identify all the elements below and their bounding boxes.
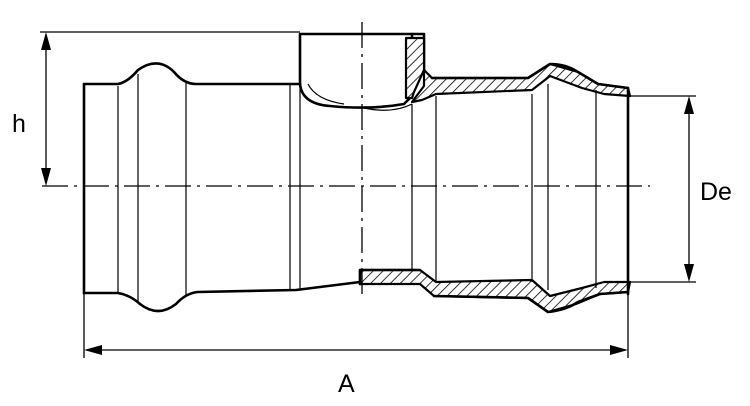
label-a: A [338,370,355,398]
dimension-de [628,95,696,283]
section-view [358,36,632,314]
center-lines [42,22,650,300]
label-h: h [12,110,26,138]
label-de: De [700,178,732,206]
dimension-h [40,31,300,186]
fitting-body [82,32,436,313]
dimension-a [83,293,629,358]
